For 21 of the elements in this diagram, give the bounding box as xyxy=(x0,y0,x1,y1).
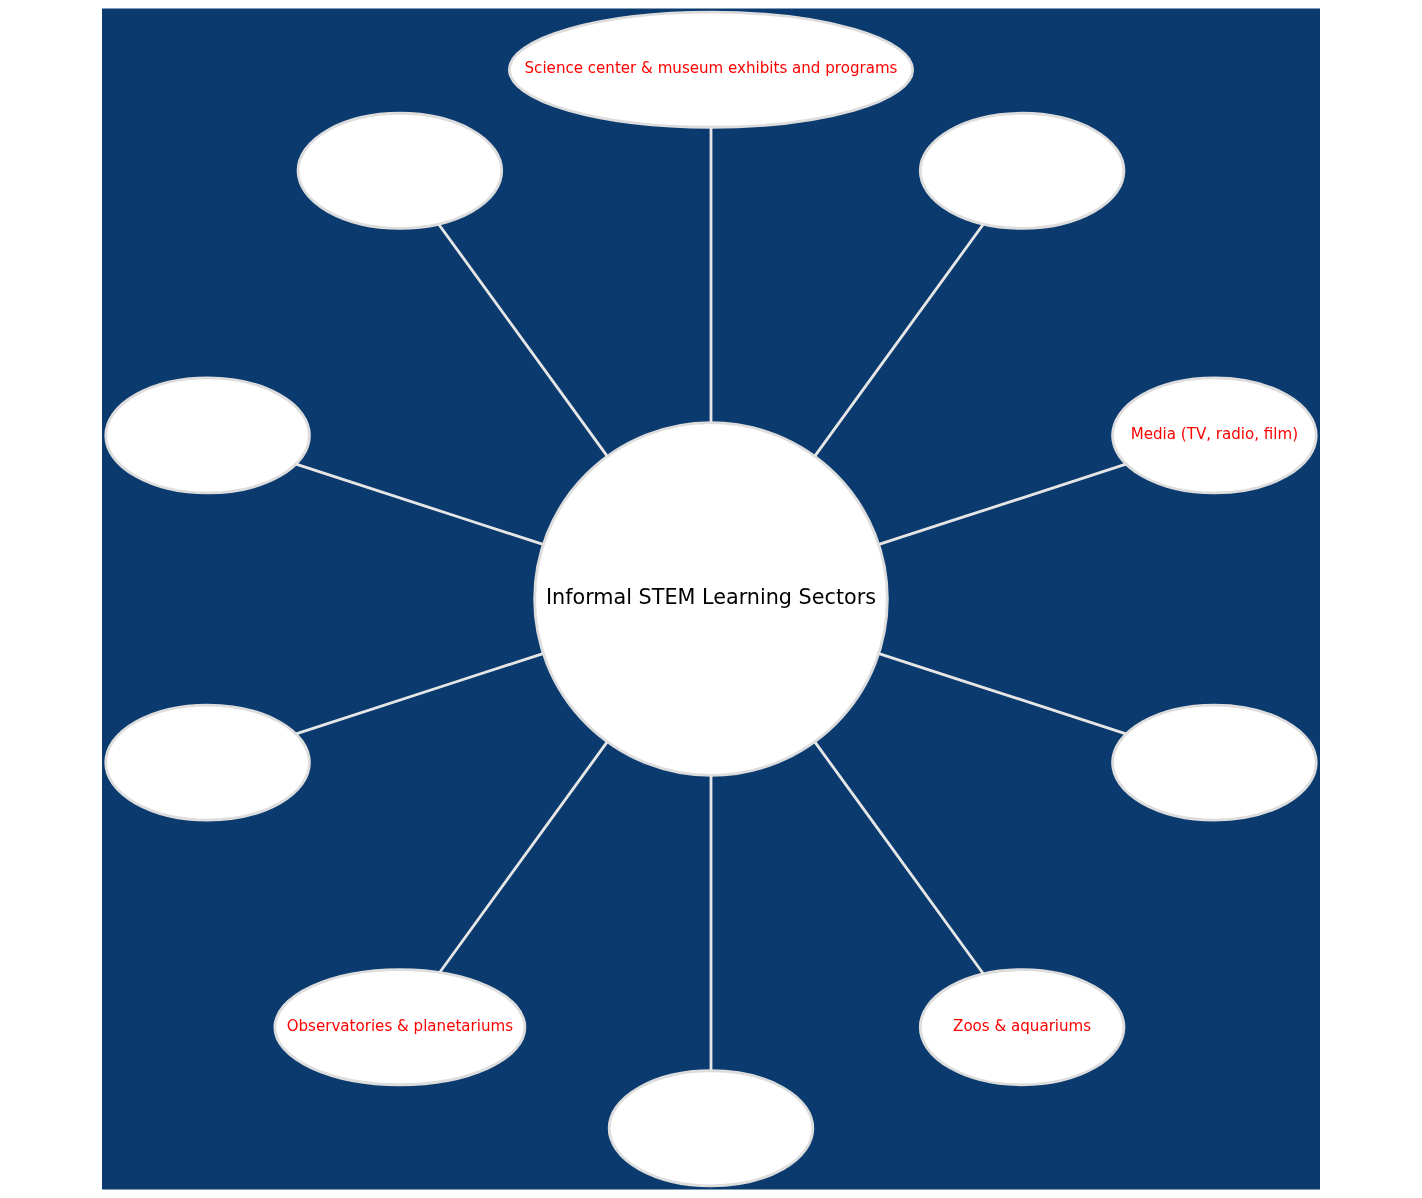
connector xyxy=(295,652,544,736)
node-ellipse xyxy=(918,111,1126,230)
connector xyxy=(813,223,985,457)
node-ellipse: Media (TV, radio, film) xyxy=(1111,376,1318,495)
connector xyxy=(878,652,1127,736)
connector xyxy=(709,127,713,423)
node-circle: Informal STEM Learning Sectors xyxy=(533,421,889,777)
node-ellipse xyxy=(1111,703,1318,822)
node-ellipse: Science center & museum exhibits and programs xyxy=(507,10,915,129)
node-ellipse xyxy=(104,703,311,822)
connector xyxy=(813,741,985,975)
node-ellipse: Observatories & planetariums xyxy=(273,968,527,1087)
connector xyxy=(878,462,1127,546)
connector xyxy=(295,462,544,546)
node-ellipse xyxy=(296,111,504,230)
connector xyxy=(438,741,609,974)
node-ellipse xyxy=(607,1069,815,1188)
connector xyxy=(709,775,713,1071)
node-ellipse: Zoos & aquariums xyxy=(918,968,1126,1087)
connector xyxy=(437,223,609,457)
node-ellipse xyxy=(104,376,311,495)
